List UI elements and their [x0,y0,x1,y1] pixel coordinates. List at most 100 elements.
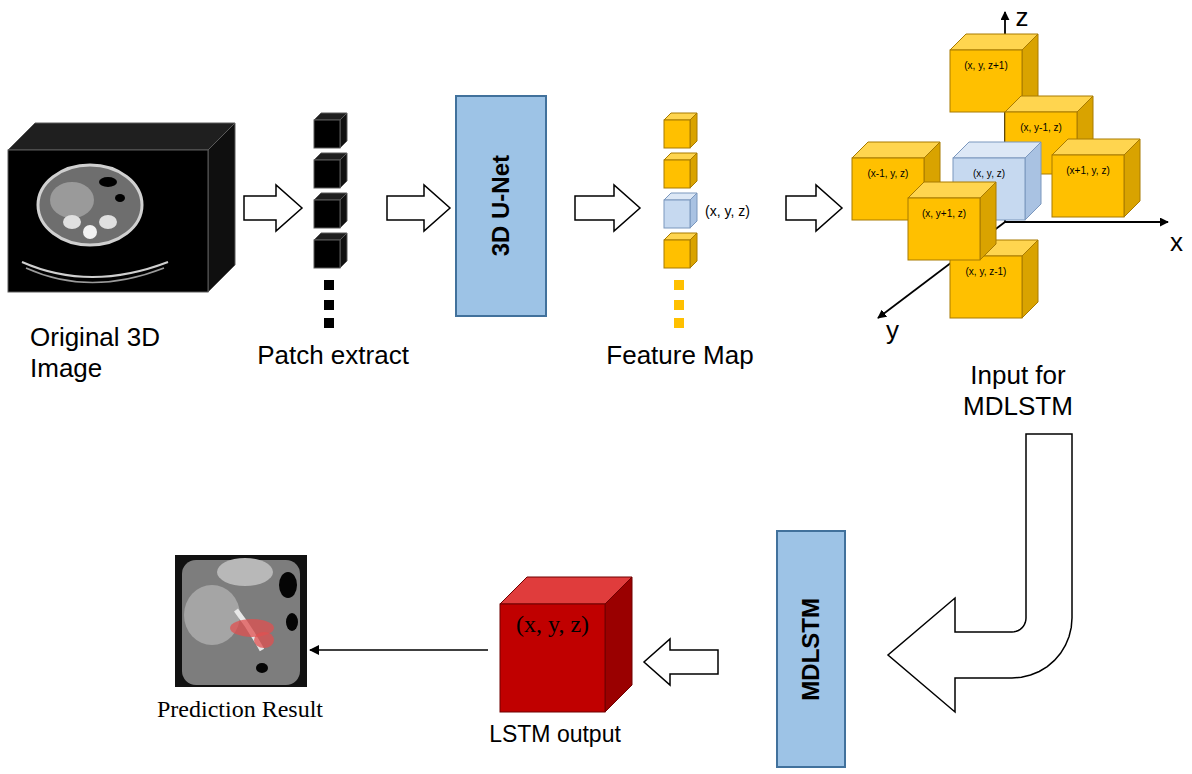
prediction-frame [175,555,307,687]
neighborhood-node: Input for MDLSTM [848,5,1188,422]
continuation-dash [674,280,684,290]
cube-side [690,113,697,148]
patch-cube [314,233,347,268]
continuation-dash [674,300,684,310]
patch-cube [314,153,347,188]
continuation-dash [674,318,684,328]
axis-label: x [1170,228,1183,258]
feature-cube [664,113,697,148]
ct-spine [83,225,97,239]
prediction-gas [256,663,268,673]
node-shape: 3D U-Net [455,95,547,317]
block-arrow [387,185,450,231]
cube-front [908,198,980,260]
cube-front [314,200,340,228]
node-shape [175,555,307,687]
cube-front [664,120,690,148]
arrow-line [310,649,488,651]
cube-front [950,256,1022,318]
prediction-gas [279,572,297,598]
node-shape [8,122,236,294]
axis-label: y [886,316,899,346]
prediction-mask [254,632,274,648]
block-arrow [644,639,718,685]
node-shape: (x, y, z) [500,578,632,712]
node-caption: Feature Map [595,340,765,371]
cube-group [8,34,1140,712]
unet-box: 3D U-Net [455,95,547,317]
ct-gas [99,177,117,187]
neighbor-cube [908,182,996,260]
node-caption: LSTM output [470,720,640,748]
continuation-dash [324,280,334,290]
cube-side [690,233,697,268]
cube-side [690,153,697,188]
cube-side [980,182,996,260]
cube-front [664,200,690,228]
box-label: MDLSTM [797,598,825,701]
cube-side [340,153,347,188]
cube-label: (x, y+1, z) [922,208,966,220]
cube-label: (x, y, z-1) [966,266,1007,278]
feature-cube [664,233,697,268]
cube-label: (x, y, z+1) [964,60,1007,72]
cube-front [664,240,690,268]
cube-front [950,50,1022,112]
ct-bed [26,268,164,283]
cube-label: (x, y, z) [973,168,1005,180]
axis-label: z [1016,3,1029,33]
ct-volume-cube [8,123,235,292]
node-caption: Input for MDLSTM [933,360,1103,422]
block-arrow [786,185,842,231]
cube-side [605,577,632,712]
cube-side [340,113,347,148]
node-shape [312,112,354,328]
prediction-node: Prediction Result [130,555,350,723]
cube-label: (x, y-1, z) [1020,122,1062,134]
neighbor-cube [1052,139,1140,217]
cube-side [1124,139,1140,217]
node-caption: Prediction Result [130,695,350,723]
patch-cube [314,113,347,148]
block-arrow [244,185,302,231]
coordinate-label: (x, y, z) [705,203,750,219]
prediction-gas [286,613,298,631]
continuation-dash [324,318,334,328]
cube-top [8,123,235,150]
ct-kidney [63,215,81,229]
node-caption: Original 3D Image [30,322,220,384]
prediction-heart [217,558,273,586]
ct-kidney [99,215,117,229]
ct-slice-image [22,165,168,283]
mdlstm-box: MDLSTM [776,530,846,768]
cube-side [1025,142,1041,220]
prediction-liver [184,585,240,645]
box-label: 3D U-Net [487,155,515,256]
cube-side [340,233,347,268]
x-axis [1005,221,1168,223]
continuation-dash [324,300,334,310]
cube-front [664,160,690,188]
prediction-image [175,555,307,687]
ct-gas [115,194,125,202]
cube-front [314,160,340,188]
node-shape [848,5,1188,323]
ct-liver [50,182,94,218]
block-arrow [575,185,640,231]
cube-front [1052,155,1124,217]
patch-stack-node: Patch extract [243,112,423,371]
feature-cube [664,193,697,228]
feature-map-node: Feature Map [595,112,765,371]
cube-front [314,120,340,148]
node-shape: MDLSTM [776,530,846,768]
cube-front [8,150,208,292]
cube-front [314,240,340,268]
curved-block-arrow [888,434,1072,712]
node-shape [662,112,702,328]
node-caption: Patch extract [243,340,423,371]
cube-side [208,123,235,292]
cube-side [340,193,347,228]
ct-body [38,165,142,245]
cube-side [1022,240,1038,318]
